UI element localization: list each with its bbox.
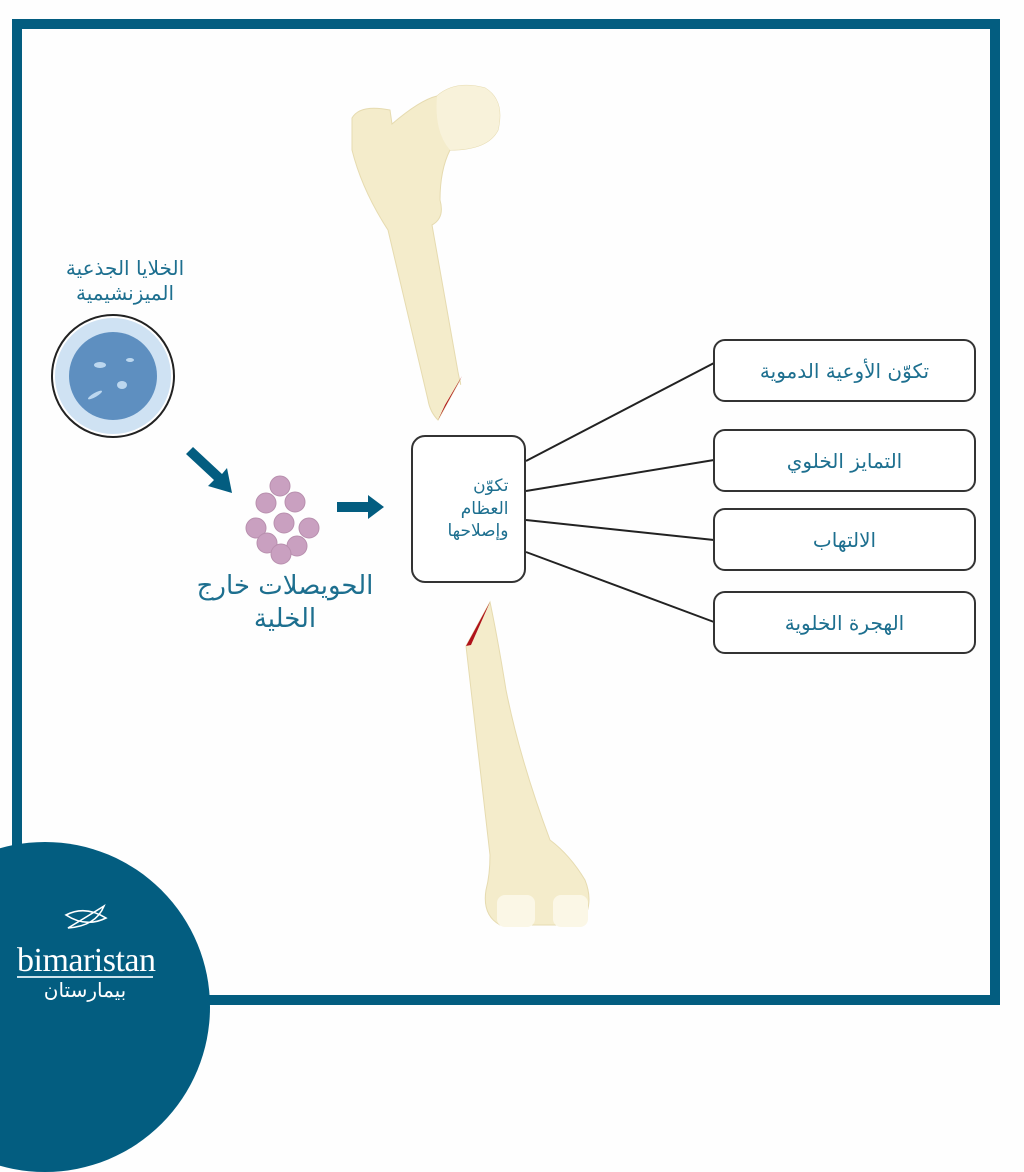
outcome-box-migration: الهجرة الخلوية [713, 591, 976, 654]
arrow-to-vesicles [186, 447, 232, 493]
stem-cells-label-line2: الميزنشيمية [75, 281, 175, 305]
logo-divider [17, 976, 153, 978]
stem-cells-label: الخلايا الجذعية الميزنشيمية [40, 256, 210, 306]
vesicles-label-line1: الحويصلات خارج [196, 571, 374, 601]
vesicles-illustration [245, 475, 320, 565]
lower-femur-illustration [465, 600, 590, 927]
outcome-label: التمايز الخلوي [786, 448, 903, 473]
connector-lines [525, 362, 715, 623]
upper-femur-illustration [351, 84, 501, 421]
bone-formation-label: تكوّن العظام وإصلاحها [447, 475, 509, 542]
vesicles-label-line2: الخلية [253, 603, 317, 634]
stem-cells-label-line1: الخلايا الجذعية [65, 256, 185, 280]
outcome-label: الالتهاب [812, 527, 877, 552]
logo-wordmark: bimaristan [17, 942, 156, 979]
stem-cell-illustration [51, 314, 175, 438]
bone-formation-box: تكوّن العظام وإصلاحها [411, 435, 526, 583]
diagram-graphics [51, 84, 715, 927]
outcome-box-angiogenesis: تكوّن الأوعية الدموية [713, 339, 976, 402]
vesicles-label: الحويصلات خارج الخلية [160, 570, 410, 635]
outcome-box-differentiation: التمايز الخلوي [713, 429, 976, 492]
arrow-to-center [337, 495, 384, 519]
outcome-label: تكوّن الأوعية الدموية [759, 358, 930, 383]
outcome-box-inflammation: الالتهاب [713, 508, 976, 571]
logo-arabic-wordmark: بيمارستان [43, 978, 127, 1002]
outcome-label: الهجرة الخلوية [784, 610, 905, 635]
